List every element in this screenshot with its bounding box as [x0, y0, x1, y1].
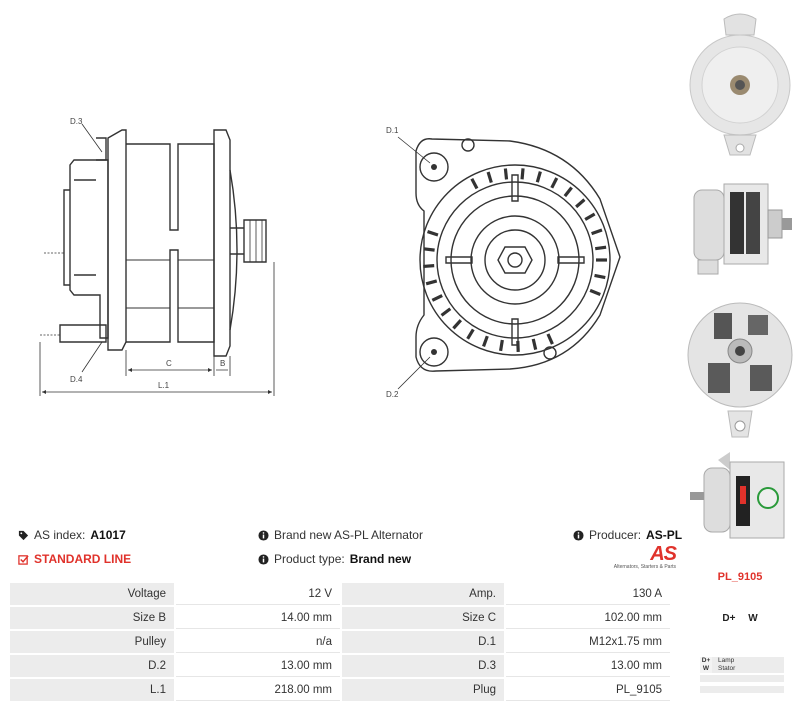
vent-slot — [427, 230, 439, 237]
spec-label: D.2 — [10, 655, 174, 677]
product-photo-side[interactable] — [684, 170, 796, 280]
spec-label: Plug — [342, 679, 504, 701]
info-icon — [573, 529, 584, 541]
spec-value: 102.00 mm — [506, 607, 670, 629]
spec-value: 13.00 mm — [176, 655, 340, 677]
as-index: AS index: A1017 — [18, 528, 126, 542]
checkbox-icon — [18, 554, 29, 565]
vent-slot — [520, 168, 525, 180]
vent-slot — [482, 335, 489, 347]
vent-slot — [594, 245, 607, 251]
plug-pins: D+ W — [722, 613, 758, 624]
product-photo-front[interactable] — [684, 5, 796, 165]
spec-label: Amp. — [342, 583, 504, 605]
label-d2: D.2 — [386, 390, 399, 399]
standard-line-badge: STANDARD LINE — [18, 552, 131, 566]
vent-slot — [550, 177, 559, 189]
vent-slot — [466, 328, 475, 340]
label-c: C — [166, 359, 172, 368]
product-type-label: Product type: — [274, 552, 345, 566]
info-icon — [258, 553, 269, 565]
info-icon — [258, 529, 269, 541]
vent-slot — [423, 247, 435, 252]
brand-text: Brand new AS-PL Alternator — [274, 528, 423, 542]
plug-legend-row: W Stator — [700, 665, 784, 673]
vent-slot — [589, 288, 601, 296]
label-d1: D.1 — [386, 126, 399, 135]
spec-label: Size B — [10, 607, 174, 629]
producer-label: Producer: — [589, 528, 642, 542]
spec-label: Pulley — [10, 631, 174, 653]
tag-icon — [18, 530, 29, 540]
producer-value: AS-PL — [646, 528, 683, 542]
spec-value: n/a — [176, 631, 340, 653]
brand-info: Brand new AS-PL Alternator — [258, 528, 423, 542]
vent-slot — [591, 228, 603, 236]
spec-value: 13.00 mm — [506, 655, 670, 677]
product-type-value: Brand new — [349, 552, 412, 566]
legend-desc: Stator — [712, 665, 784, 673]
as-pl-logo: AS Alternators, Starters & Parts — [606, 543, 677, 574]
vent-slot — [470, 178, 479, 190]
spec-label: D.3 — [342, 655, 504, 677]
logo-tagline: Alternators, Starters & Parts — [613, 564, 676, 570]
alternator-front-view-drawing: D.1 D.2 — [386, 126, 621, 399]
legend-spacer — [700, 686, 784, 693]
legend-pin: W — [700, 665, 712, 673]
vent-slot — [575, 198, 586, 209]
vent-slot — [531, 338, 538, 351]
vent-slot — [486, 171, 493, 184]
vent-slot — [563, 186, 573, 198]
spec-label: D.1 — [342, 631, 504, 653]
spec-value: M12x1.75 mm — [506, 631, 670, 653]
legend-pin: D+ — [700, 657, 712, 665]
product-type: Product type: Brand new — [258, 552, 411, 566]
spec-value: 14.00 mm — [176, 607, 340, 629]
product-photo-rear[interactable] — [684, 285, 796, 445]
as-index-value: A1017 — [90, 528, 126, 542]
vent-slot — [431, 294, 443, 302]
spec-value: 130 A — [506, 583, 670, 605]
spec-value: PL_9105 — [506, 679, 670, 701]
as-index-label: AS index: — [34, 528, 86, 542]
spec-label: L.1 — [10, 679, 174, 701]
vent-slot — [423, 264, 435, 269]
vent-slot — [584, 212, 596, 221]
product-photo-connector-side[interactable] — [684, 450, 796, 550]
plug-code: PL_9105 — [717, 571, 763, 583]
label-b: B — [220, 359, 225, 368]
spec-label: Voltage — [10, 583, 174, 605]
vent-slots — [423, 168, 607, 352]
alternator-side-view-drawing: D.3 D.4 C B L.1 — [39, 117, 275, 396]
vent-slot — [594, 273, 606, 280]
standard-line-label: STANDARD LINE — [34, 552, 132, 566]
vent-slot — [425, 279, 438, 286]
label-d4: D.4 — [70, 375, 83, 384]
producer-info: Producer: AS-PL — [573, 528, 682, 542]
vent-slot — [440, 307, 452, 317]
spec-value: 218.00 mm — [176, 679, 340, 701]
vent-slot — [503, 168, 509, 180]
spec-label: Size C — [342, 607, 504, 629]
legend-desc: Lamp — [712, 657, 784, 665]
vent-slot — [452, 319, 462, 330]
label-l1: L.1 — [158, 381, 170, 390]
vent-slot — [499, 339, 504, 352]
vent-slot — [546, 333, 554, 345]
vent-slot — [535, 171, 542, 183]
legend-spacer — [700, 675, 784, 682]
logo-mark: AS — [650, 543, 677, 565]
spec-value: 12 V — [176, 583, 340, 605]
label-d3: D.3 — [70, 117, 83, 126]
plug-legend-row: D+ Lamp — [700, 657, 784, 665]
